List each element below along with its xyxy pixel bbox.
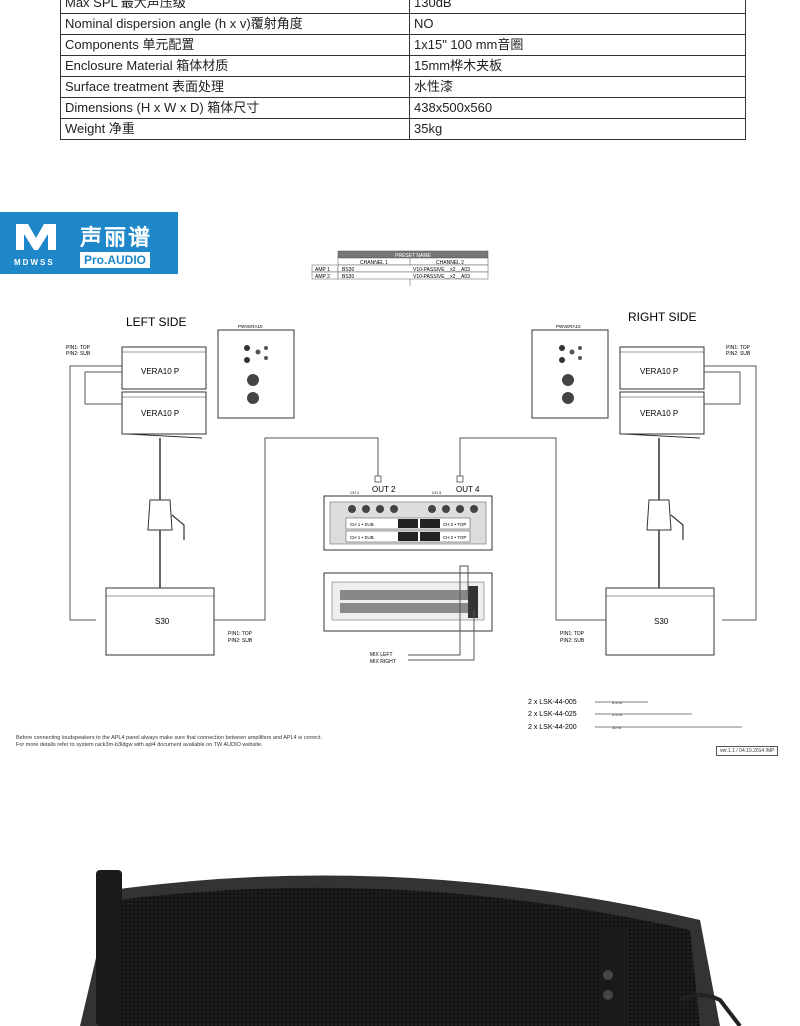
panel-label: PWVERA10 xyxy=(238,324,263,329)
note-line: For more details refer to system rack3m-… xyxy=(16,742,263,748)
spec-label: Nominal dispersion angle (h x v)覆射角度 xyxy=(60,13,410,35)
spec-label: Weight 净重 xyxy=(60,118,410,140)
right-connector-panel xyxy=(531,329,609,419)
cable-label: 2 x LSK-44-025 xyxy=(528,711,577,718)
cable-length: 2.5 m xyxy=(612,712,623,717)
pin-top-label: PIN1: TOP xyxy=(560,631,585,637)
preset-header: PRESET NAME xyxy=(395,253,431,259)
right-side-title: RIGHT SIDE xyxy=(628,310,696,324)
signal-cables xyxy=(69,365,757,661)
spec-value: 15mm桦木夹板 xyxy=(409,55,746,77)
cable-legend: 2 x LSK-44-005 0.5 m 2 x LSK-44-025 2.5 … xyxy=(528,699,742,731)
spec-label: Enclosure Material 箱体材质 xyxy=(60,55,410,77)
speaker-label: VERA10 P xyxy=(141,367,179,376)
ch3-label: CH 3 xyxy=(432,490,442,495)
preset-col1: CHANNEL 1 xyxy=(360,260,388,266)
note-line: Before connecting loudspeakers to the AP… xyxy=(16,735,323,741)
spec-value: NO xyxy=(409,13,746,35)
cable-length: 20 m xyxy=(612,725,622,730)
pin-top-label: PIN1: TOP xyxy=(66,345,91,351)
spec-label: Dimensions (H x W x D) 箱体尺寸 xyxy=(60,97,410,119)
spec-label: Components 单元配置 xyxy=(60,34,410,56)
out2-connector xyxy=(374,475,382,483)
pin-sub-label: PIN2: SUB xyxy=(560,638,585,644)
amp-ch1-sub: CH 1 • SUB xyxy=(350,535,374,540)
amp-ch2-top: CH 2 • TOP xyxy=(443,535,466,540)
brand-name-cn: 声丽谱 xyxy=(80,225,153,250)
spec-label: Surface treatment 表面处理 xyxy=(60,76,410,98)
spec-value: 水性漆 xyxy=(409,76,746,98)
out2-label: OUT 2 xyxy=(372,485,396,494)
left-vera10-stack xyxy=(121,346,207,439)
connection-note: Before connecting loudspeakers to the AP… xyxy=(16,735,322,749)
mix-left-label: MIX LEFT xyxy=(370,652,393,658)
out4-label: OUT 4 xyxy=(456,485,480,494)
amp-ch1-sub: CH 1 • SUB xyxy=(350,522,374,527)
amp2-ch1: BS30 xyxy=(342,274,354,280)
speaker-label: VERA10 P xyxy=(141,409,179,418)
left-stand xyxy=(147,438,185,588)
brand-logo: 声丽谱 MDWSS Pro.AUDIO xyxy=(0,212,178,274)
cable-label: 2 x LSK-44-005 xyxy=(528,699,577,706)
preset-col2: CHANNEL 2 xyxy=(436,260,464,266)
pin-top-label: PIN1: TOP xyxy=(228,631,253,637)
amp1-ch1: BS30 xyxy=(342,267,354,273)
wiring-diagram: PRESET NAME CHANNEL 1 CHANNEL 2 AMP 1 BS… xyxy=(66,250,757,731)
spec-value: 35kg xyxy=(409,118,746,140)
right-sub xyxy=(605,587,715,656)
amp2-label: AMP 2 xyxy=(315,274,330,280)
amp2-ch2: V10-PASSIVE__x2__A03 xyxy=(413,274,470,280)
left-side-title: LEFT SIDE xyxy=(126,315,186,329)
left-sub xyxy=(105,587,215,656)
product-photo xyxy=(80,870,742,1026)
right-vera10-stack xyxy=(619,346,705,439)
ch1-label: CH 1 xyxy=(350,490,360,495)
pin-sub-label: PIN2: SUB xyxy=(726,351,751,357)
mix-right-label: MIX RIGHT xyxy=(370,659,396,665)
left-connector-panel xyxy=(217,329,295,419)
spec-label: Max SPL 最大声压级 xyxy=(60,0,410,14)
amp1-label: AMP 1 xyxy=(315,267,330,273)
amp1-ch2: V10-PASSIVE__x2__A03 xyxy=(413,267,470,273)
sub-label: S30 xyxy=(155,617,170,626)
panel-label: PWVERA10 xyxy=(556,324,581,329)
pin-sub-label: PIN2: SUB xyxy=(66,351,91,357)
pin-sub-label: PIN2: SUB xyxy=(228,638,253,644)
sub-label: S30 xyxy=(654,617,669,626)
pin-top-label: PIN1: TOP xyxy=(726,345,751,351)
spec-value: 130dB xyxy=(409,0,746,14)
speaker-label: VERA10 P xyxy=(640,409,678,418)
amplifier-rack xyxy=(323,495,493,551)
brand-name-sub: MDWSS xyxy=(14,258,55,267)
spec-value: 438x500x560 xyxy=(409,97,746,119)
right-stand xyxy=(646,438,684,588)
cable-length: 0.5 m xyxy=(612,700,623,705)
processor-rack xyxy=(323,572,493,632)
brand-name-en: Pro.AUDIO xyxy=(80,252,151,268)
brand-mark-icon xyxy=(16,224,56,250)
table-row: Surface treatment 表面处理水性漆 xyxy=(60,76,746,98)
version-stamp: ver.1.1 / 04.10.2014 /MP xyxy=(716,746,779,756)
out4-connector xyxy=(456,475,464,483)
speaker-label: VERA10 P xyxy=(640,367,678,376)
amp-ch2-top: CH 2 • TOP xyxy=(443,522,466,527)
spec-value: 1x15" 100 mm音圈 xyxy=(409,34,746,56)
cable-label: 2 x LSK-44-200 xyxy=(528,724,577,731)
preset-table: PRESET NAME CHANNEL 1 CHANNEL 2 AMP 1 BS… xyxy=(311,250,489,286)
